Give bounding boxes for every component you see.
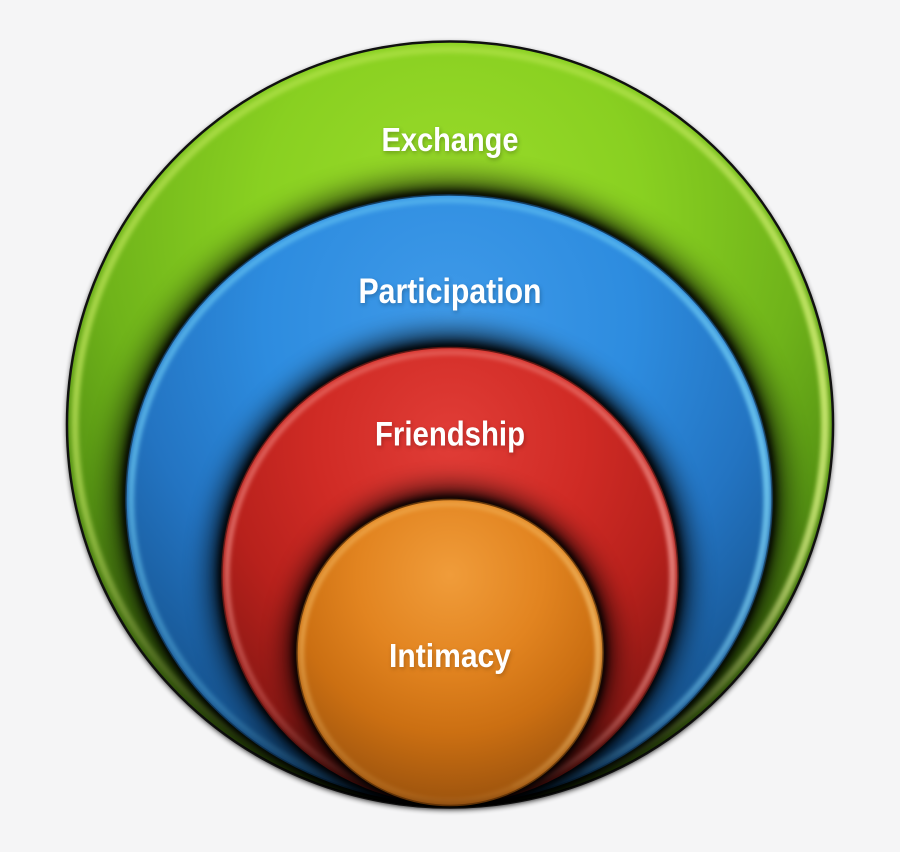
svg-text:Participation: Participation: [360, 274, 543, 313]
svg-text:Friendship: Friendship: [375, 416, 525, 454]
svg-text:Intimacy: Intimacy: [390, 639, 513, 676]
svg-text:Intimacy: Intimacy: [389, 637, 512, 674]
svg-text:Friendship: Friendship: [376, 418, 526, 456]
svg-text:Exchange: Exchange: [382, 122, 519, 159]
svg-text:Participation: Participation: [359, 272, 542, 311]
svg-text:Exchange: Exchange: [383, 124, 520, 161]
